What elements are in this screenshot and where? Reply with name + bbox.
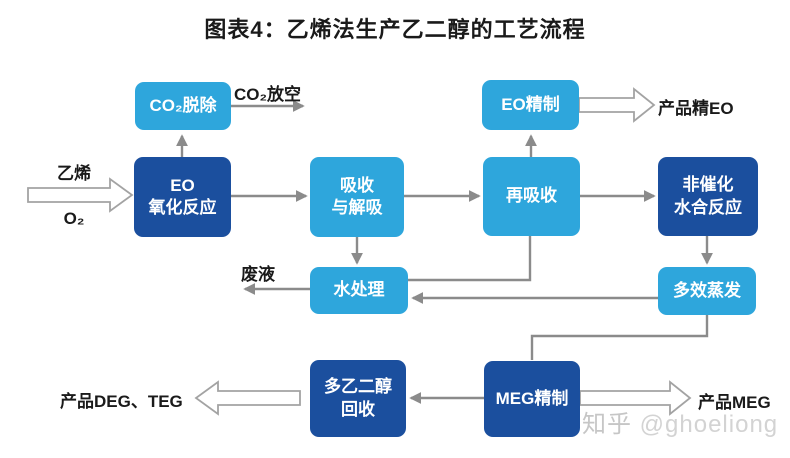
watermark-handle: @ghoeliong (639, 411, 779, 438)
label-product-refined-eo: 产品精EO (658, 99, 734, 118)
process-box-water-treatment: 水处理 (310, 267, 408, 314)
process-box-polyglycol-recovery: 多乙二醇 回收 (310, 360, 406, 437)
label-oxygen-feed: O₂ (63, 209, 85, 228)
hollow-arrow-product-meg (579, 380, 692, 416)
watermark-brand: 知乎 (582, 411, 632, 438)
hollow-arrow-product-deg-teg (194, 380, 301, 416)
label-co2-vent: CO₂放空 (234, 85, 302, 104)
process-box-absorption-desorption: 吸收 与解吸 (310, 157, 404, 237)
zhihu-watermark: 知乎 @ghoeliong (582, 404, 778, 439)
label-product-deg-teg: 产品DEG、TEG (60, 392, 183, 411)
process-box-eo-refining: EO精制 (482, 80, 579, 130)
label-product-meg: 产品MEG (698, 393, 771, 412)
line-reabsorption-to-water-treatment (408, 236, 532, 282)
process-box-co2-removal: CO₂脱除 (135, 82, 231, 130)
hollow-arrow-product-eo (578, 87, 656, 123)
line-evaporation-to-meg-refining (530, 315, 709, 360)
process-box-eo-oxidation: EO 氧化反应 (134, 157, 231, 237)
chart-title: 图表4：乙烯法生产乙二醇的工艺流程 (204, 17, 586, 42)
process-box-multi-effect-evaporation: 多效蒸发 (658, 267, 756, 315)
process-box-meg-refining: MEG精制 (484, 361, 580, 437)
label-ethylene-feed: 乙烯 (57, 164, 91, 183)
process-box-reabsorption: 再吸收 (483, 157, 580, 236)
label-waste-liquid: 废液 (241, 265, 275, 284)
process-box-noncatalytic-hydration: 非催化 水合反应 (658, 157, 758, 236)
hollow-arrow-feed-input (27, 177, 134, 213)
